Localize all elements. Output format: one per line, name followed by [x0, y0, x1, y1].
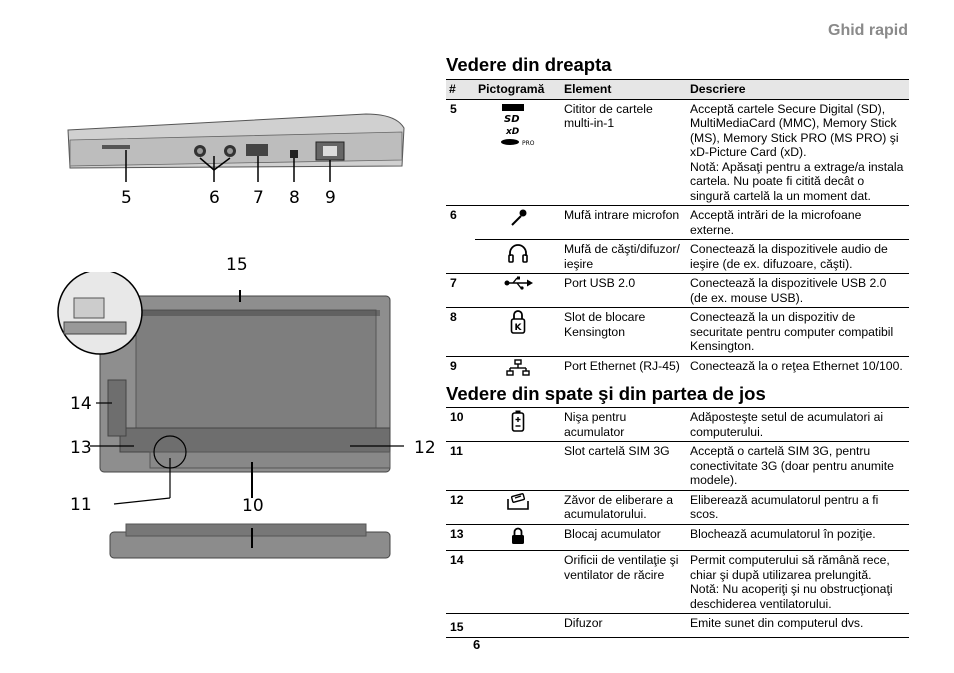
callout-9: 9: [325, 188, 336, 208]
card-reader-icon: SD xD PRO: [475, 98, 561, 206]
table-row: 13 Blocaj acumulator Blochează acumulato…: [446, 523, 909, 551]
laptop-bottom-illustration: [57, 272, 404, 559]
col-description: Descriere: [687, 79, 909, 100]
section-title-back-view: Vedere din spate şi din partea de jos: [446, 383, 766, 404]
back-view-table: 10 Nişa pentru acumulator Adăposteşte se…: [446, 407, 909, 638]
table-row: 10 Nişa pentru acumulator Adăposteşte se…: [446, 407, 909, 442]
section-title-right-view: Vedere din dreapta: [446, 54, 612, 75]
table-row: 12 Zăvor de eliberare a acumulatorului. …: [446, 489, 909, 524]
battery-lock-icon: [475, 523, 561, 551]
table-row: 8 K Slot de blocare Kensington Conecteaz…: [446, 307, 909, 356]
col-element: Element: [561, 79, 687, 100]
running-header: Ghid rapid: [828, 22, 908, 39]
right-view-table: # Pictogramă Element Descriere 5 SD xD P…: [446, 79, 909, 382]
callout-12: 12: [414, 438, 436, 458]
kensington-lock-icon: K: [475, 307, 561, 356]
table-row: 11 Slot cartelă SIM 3G Acceptă o cartelă…: [446, 441, 909, 490]
card-reader-pro-label: PRO: [522, 140, 535, 147]
callout-7: 7: [253, 188, 264, 208]
table-row: 14 Orificii de ventilaţie şi ventilator …: [446, 550, 909, 614]
usb-icon: [475, 273, 561, 308]
callout-5: 5: [121, 188, 132, 208]
callout-11: 11: [70, 495, 92, 515]
table-row: 9 Port Ethernet (RJ-45) Conectează la o …: [446, 355, 909, 382]
table-row: 15 Difuzor Emite sunet din computerul dv…: [446, 613, 909, 637]
battery-icon: [475, 407, 561, 442]
callout-8: 8: [289, 188, 300, 208]
table-row: 7 Port USB 2.0 Conectează la dispozitive…: [446, 273, 909, 308]
table-row: 5 SD xD PRO Cititor de cartele multi-in-…: [446, 98, 909, 206]
microphone-icon: [475, 205, 561, 240]
ethernet-icon: [475, 355, 561, 382]
callout-13: 13: [70, 438, 92, 458]
laptop-right-side-illustration: [67, 113, 405, 182]
col-icon: Pictogramă: [475, 79, 561, 100]
battery-release-icon: [475, 489, 561, 524]
svg-text:K: K: [515, 323, 523, 333]
callout-15: 15: [226, 255, 248, 275]
table-row: Mufă de căşti/difuzor/ ieşire Conectează…: [446, 239, 909, 274]
svg-text:SD: SD: [504, 114, 520, 125]
callout-14: 14: [70, 394, 92, 414]
col-num: #: [446, 79, 475, 100]
page-number: 6: [473, 637, 481, 652]
callout-10: 10: [242, 496, 264, 516]
svg-text:xD: xD: [505, 127, 520, 137]
table-row: 6 Mufă intrare microfon Acceptă intrări …: [446, 205, 909, 240]
headphones-icon: [475, 239, 561, 274]
callout-6: 6: [209, 188, 220, 208]
